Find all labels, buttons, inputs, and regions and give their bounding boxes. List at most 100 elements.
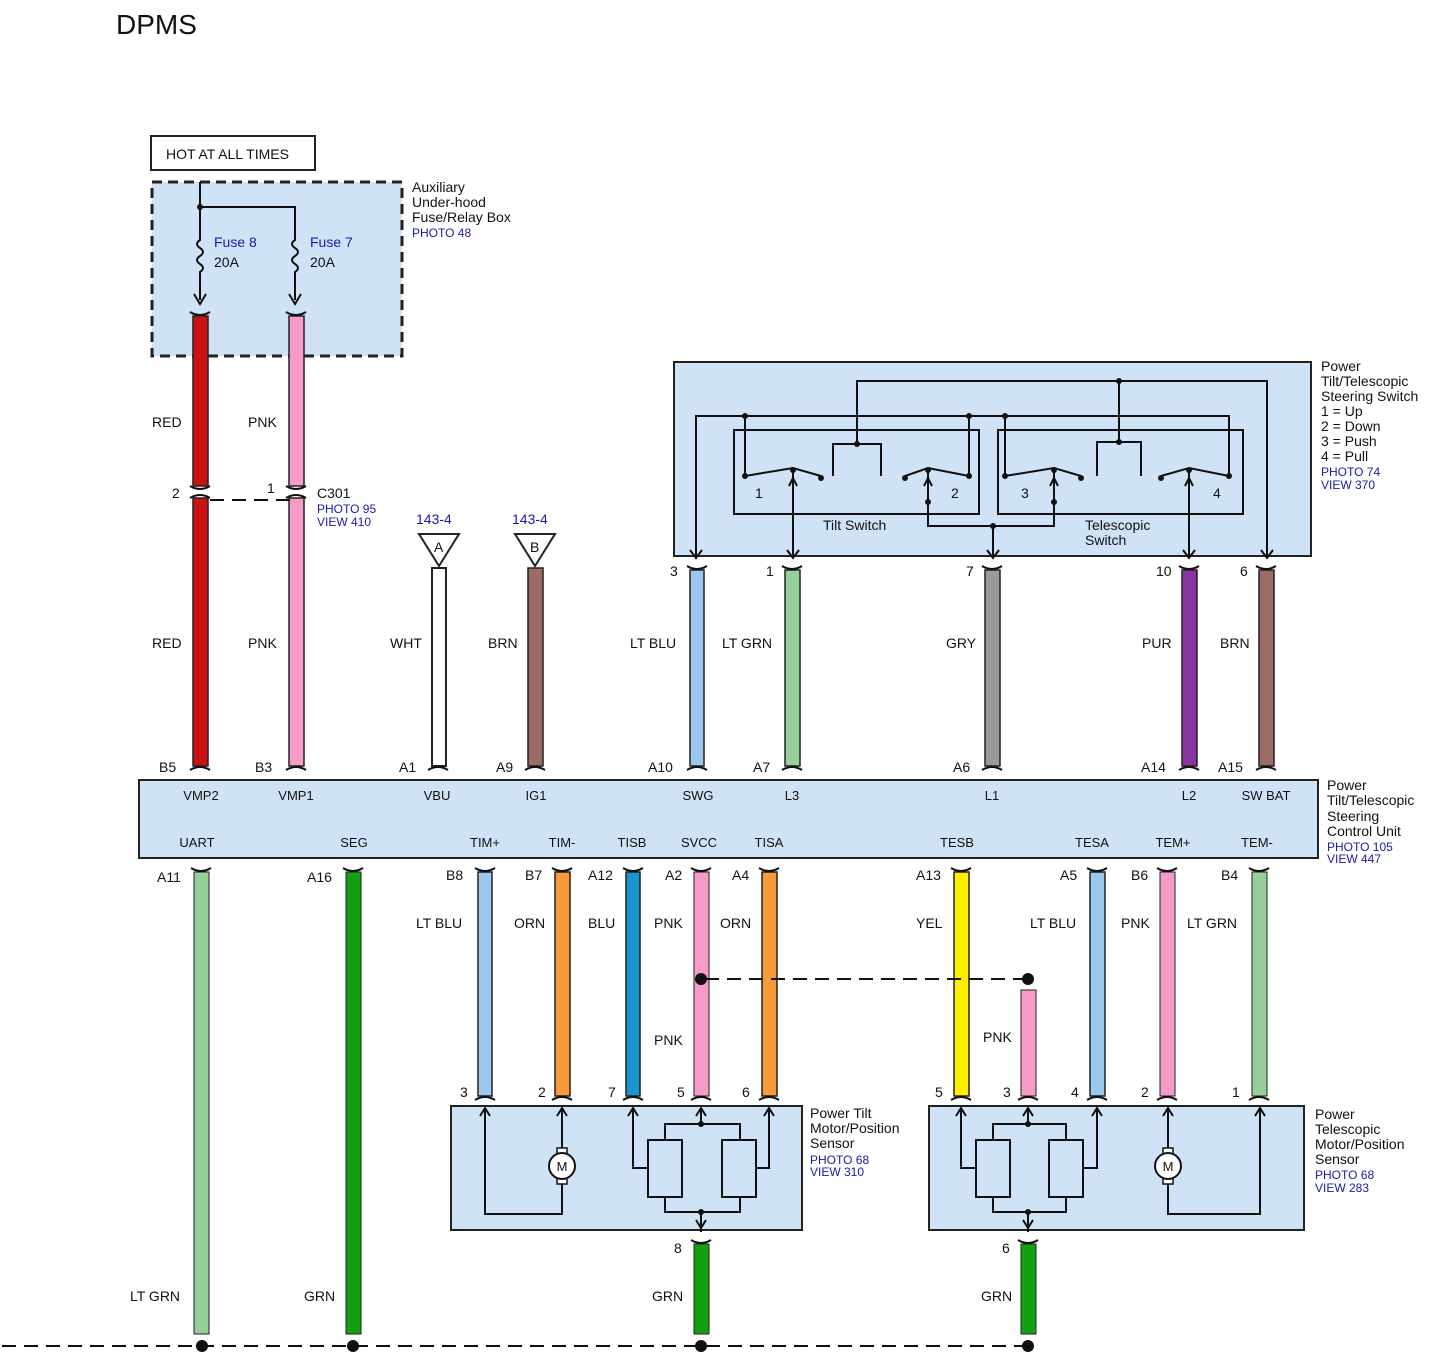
page-title: DPMS — [116, 9, 197, 40]
svg-text:SW BAT: SW BAT — [1242, 788, 1291, 803]
svg-text:Power: Power — [1321, 358, 1361, 374]
tele-sensor-label: Power Telescopic Motor/Position Sensor P… — [1315, 1106, 1404, 1195]
svg-text:B3: B3 — [255, 759, 272, 775]
svg-text:PNK: PNK — [654, 1032, 683, 1048]
svg-text:Under-hood: Under-hood — [412, 194, 486, 210]
motor-icon: M — [1154, 1147, 1182, 1185]
svg-text:Tilt Switch: Tilt Switch — [823, 517, 886, 533]
svg-text:TEM+: TEM+ — [1155, 835, 1190, 850]
svg-text:LT GRN: LT GRN — [722, 635, 772, 651]
svg-text:M: M — [1163, 1159, 1174, 1174]
svg-text:VIEW 370: VIEW 370 — [1321, 478, 1375, 492]
svg-text:B: B — [530, 539, 539, 555]
svg-text:Fuse 8: Fuse 8 — [214, 234, 257, 250]
tilt-sensor-internals — [479, 1106, 775, 1232]
svg-text:UART: UART — [179, 835, 214, 850]
ground-b: 143-4 B — [512, 511, 557, 568]
svg-text:3: 3 — [1003, 1084, 1011, 1100]
svg-text:PUR: PUR — [1142, 635, 1172, 651]
svg-text:TIM-: TIM- — [549, 835, 576, 850]
svg-text:A13: A13 — [916, 867, 941, 883]
svg-text:Steering Switch: Steering Switch — [1321, 388, 1418, 404]
svg-text:LT BLU: LT BLU — [1030, 915, 1076, 931]
svg-text:A12: A12 — [588, 867, 613, 883]
hot-label: HOT AT ALL TIMES — [166, 146, 289, 162]
wire-red-vmp2: RED RED 2 B5 — [152, 311, 211, 775]
svg-text:B4: B4 — [1221, 867, 1238, 883]
fuse-feed-junction — [197, 204, 203, 210]
svg-text:7: 7 — [966, 563, 974, 579]
wire-ltgrn-uart: A11 LT GRN — [130, 867, 212, 1335]
svg-text:L2: L2 — [1182, 788, 1196, 803]
fuse-box-label: Auxiliary Under-hood Fuse/Relay Box PHOT… — [412, 179, 511, 240]
wire-grn-seg: A16 GRN — [304, 867, 364, 1335]
svg-text:PNK: PNK — [248, 414, 277, 430]
svg-text:GRN: GRN — [652, 1288, 683, 1304]
svg-text:Fuse/Relay Box: Fuse/Relay Box — [412, 209, 511, 225]
svg-text:PHOTO 74: PHOTO 74 — [1321, 465, 1380, 479]
svg-text:PHOTO 95: PHOTO 95 — [317, 502, 376, 516]
svg-text:Tilt/Telescopic: Tilt/Telescopic — [1321, 373, 1408, 389]
svg-text:2: 2 — [1141, 1084, 1149, 1100]
svg-text:3: 3 — [670, 563, 678, 579]
wire-ltgrn-l3: LT GRN 1 A7 — [722, 563, 803, 775]
svg-text:B7: B7 — [525, 867, 542, 883]
svg-text:1: 1 — [755, 485, 763, 501]
svg-text:PNK: PNK — [248, 635, 277, 651]
control-unit-top-terminals: VMP2 VMP1 VBU IG1 SWG L3 L1 L2 SW BAT — [183, 788, 1290, 803]
svg-text:BLU: BLU — [588, 915, 615, 931]
ground-a: 143-4 A — [416, 511, 461, 568]
svg-text:Sensor: Sensor — [1315, 1151, 1360, 1167]
svg-text:LT GRN: LT GRN — [1187, 915, 1237, 931]
svg-text:TESA: TESA — [1075, 835, 1109, 850]
wire-pnk-templus: B6 PNK 2 — [1121, 867, 1178, 1101]
svg-text:PHOTO 68: PHOTO 68 — [1315, 1168, 1374, 1182]
wire-brn-swbat: BRN 6 A15 — [1218, 563, 1277, 775]
wire-ltblu-swg: LT BLU 3 A10 — [630, 563, 708, 775]
svg-text:4 = Pull: 4 = Pull — [1321, 448, 1368, 464]
c301-label: C301 PHOTO 95 VIEW 410 — [317, 485, 376, 529]
control-unit-box — [138, 779, 1319, 859]
fuse-7: Fuse 7 20A — [288, 230, 353, 306]
svg-text:BRN: BRN — [1220, 635, 1250, 651]
wire-ltblu-tesa: A5 LT BLU 4 — [1030, 867, 1108, 1101]
steering-switch-position-labels: 1 2 3 4 Tilt Switch Telescopic Switch — [755, 485, 1221, 548]
svg-text:Switch: Switch — [1085, 532, 1126, 548]
svg-text:A14: A14 — [1141, 759, 1166, 775]
svg-text:SVCC: SVCC — [681, 835, 717, 850]
hot-label-box — [150, 135, 316, 171]
svg-text:C301: C301 — [317, 485, 351, 501]
svg-text:GRN: GRN — [981, 1288, 1012, 1304]
svg-text:A10: A10 — [648, 759, 673, 775]
svg-text:1: 1 — [1232, 1084, 1240, 1100]
wire-brn-ig1: BRN A9 — [488, 567, 546, 775]
svg-text:RED: RED — [152, 635, 182, 651]
svg-text:RED: RED — [152, 414, 182, 430]
svg-text:GRN: GRN — [304, 1288, 335, 1304]
svg-text:Steering: Steering — [1327, 808, 1379, 824]
wire-yel-tesb: A13 YEL 5 — [916, 867, 972, 1101]
svg-text:TISB: TISB — [618, 835, 647, 850]
svg-text:5: 5 — [935, 1084, 943, 1100]
svg-text:TISA: TISA — [755, 835, 784, 850]
wire-pur-l2: PUR 10 A14 — [1141, 563, 1200, 775]
svg-text:1 = Up: 1 = Up — [1321, 403, 1363, 419]
svg-text:GRY: GRY — [946, 635, 977, 651]
svg-text:SWG: SWG — [682, 788, 713, 803]
svg-text:6: 6 — [1002, 1240, 1010, 1256]
wire-pnk-vmp1: PNK PNK 1 B3 — [248, 311, 307, 775]
svg-text:Power: Power — [1327, 777, 1367, 793]
svg-text:VMP2: VMP2 — [183, 788, 218, 803]
svg-text:Control Unit: Control Unit — [1327, 823, 1401, 839]
svg-text:TESB: TESB — [940, 835, 974, 850]
steering-switch-junctions — [742, 378, 1232, 529]
svg-text:L3: L3 — [785, 788, 799, 803]
svg-text:PNK: PNK — [1121, 915, 1150, 931]
svg-text:Tilt/Telescopic: Tilt/Telescopic — [1327, 792, 1414, 808]
svg-text:2: 2 — [172, 485, 180, 501]
svg-text:6: 6 — [1240, 563, 1248, 579]
svg-text:SEG: SEG — [340, 835, 367, 850]
svg-text:TIM+: TIM+ — [470, 835, 500, 850]
wire-grn-tilt-ground: 8 GRN — [652, 1239, 712, 1335]
